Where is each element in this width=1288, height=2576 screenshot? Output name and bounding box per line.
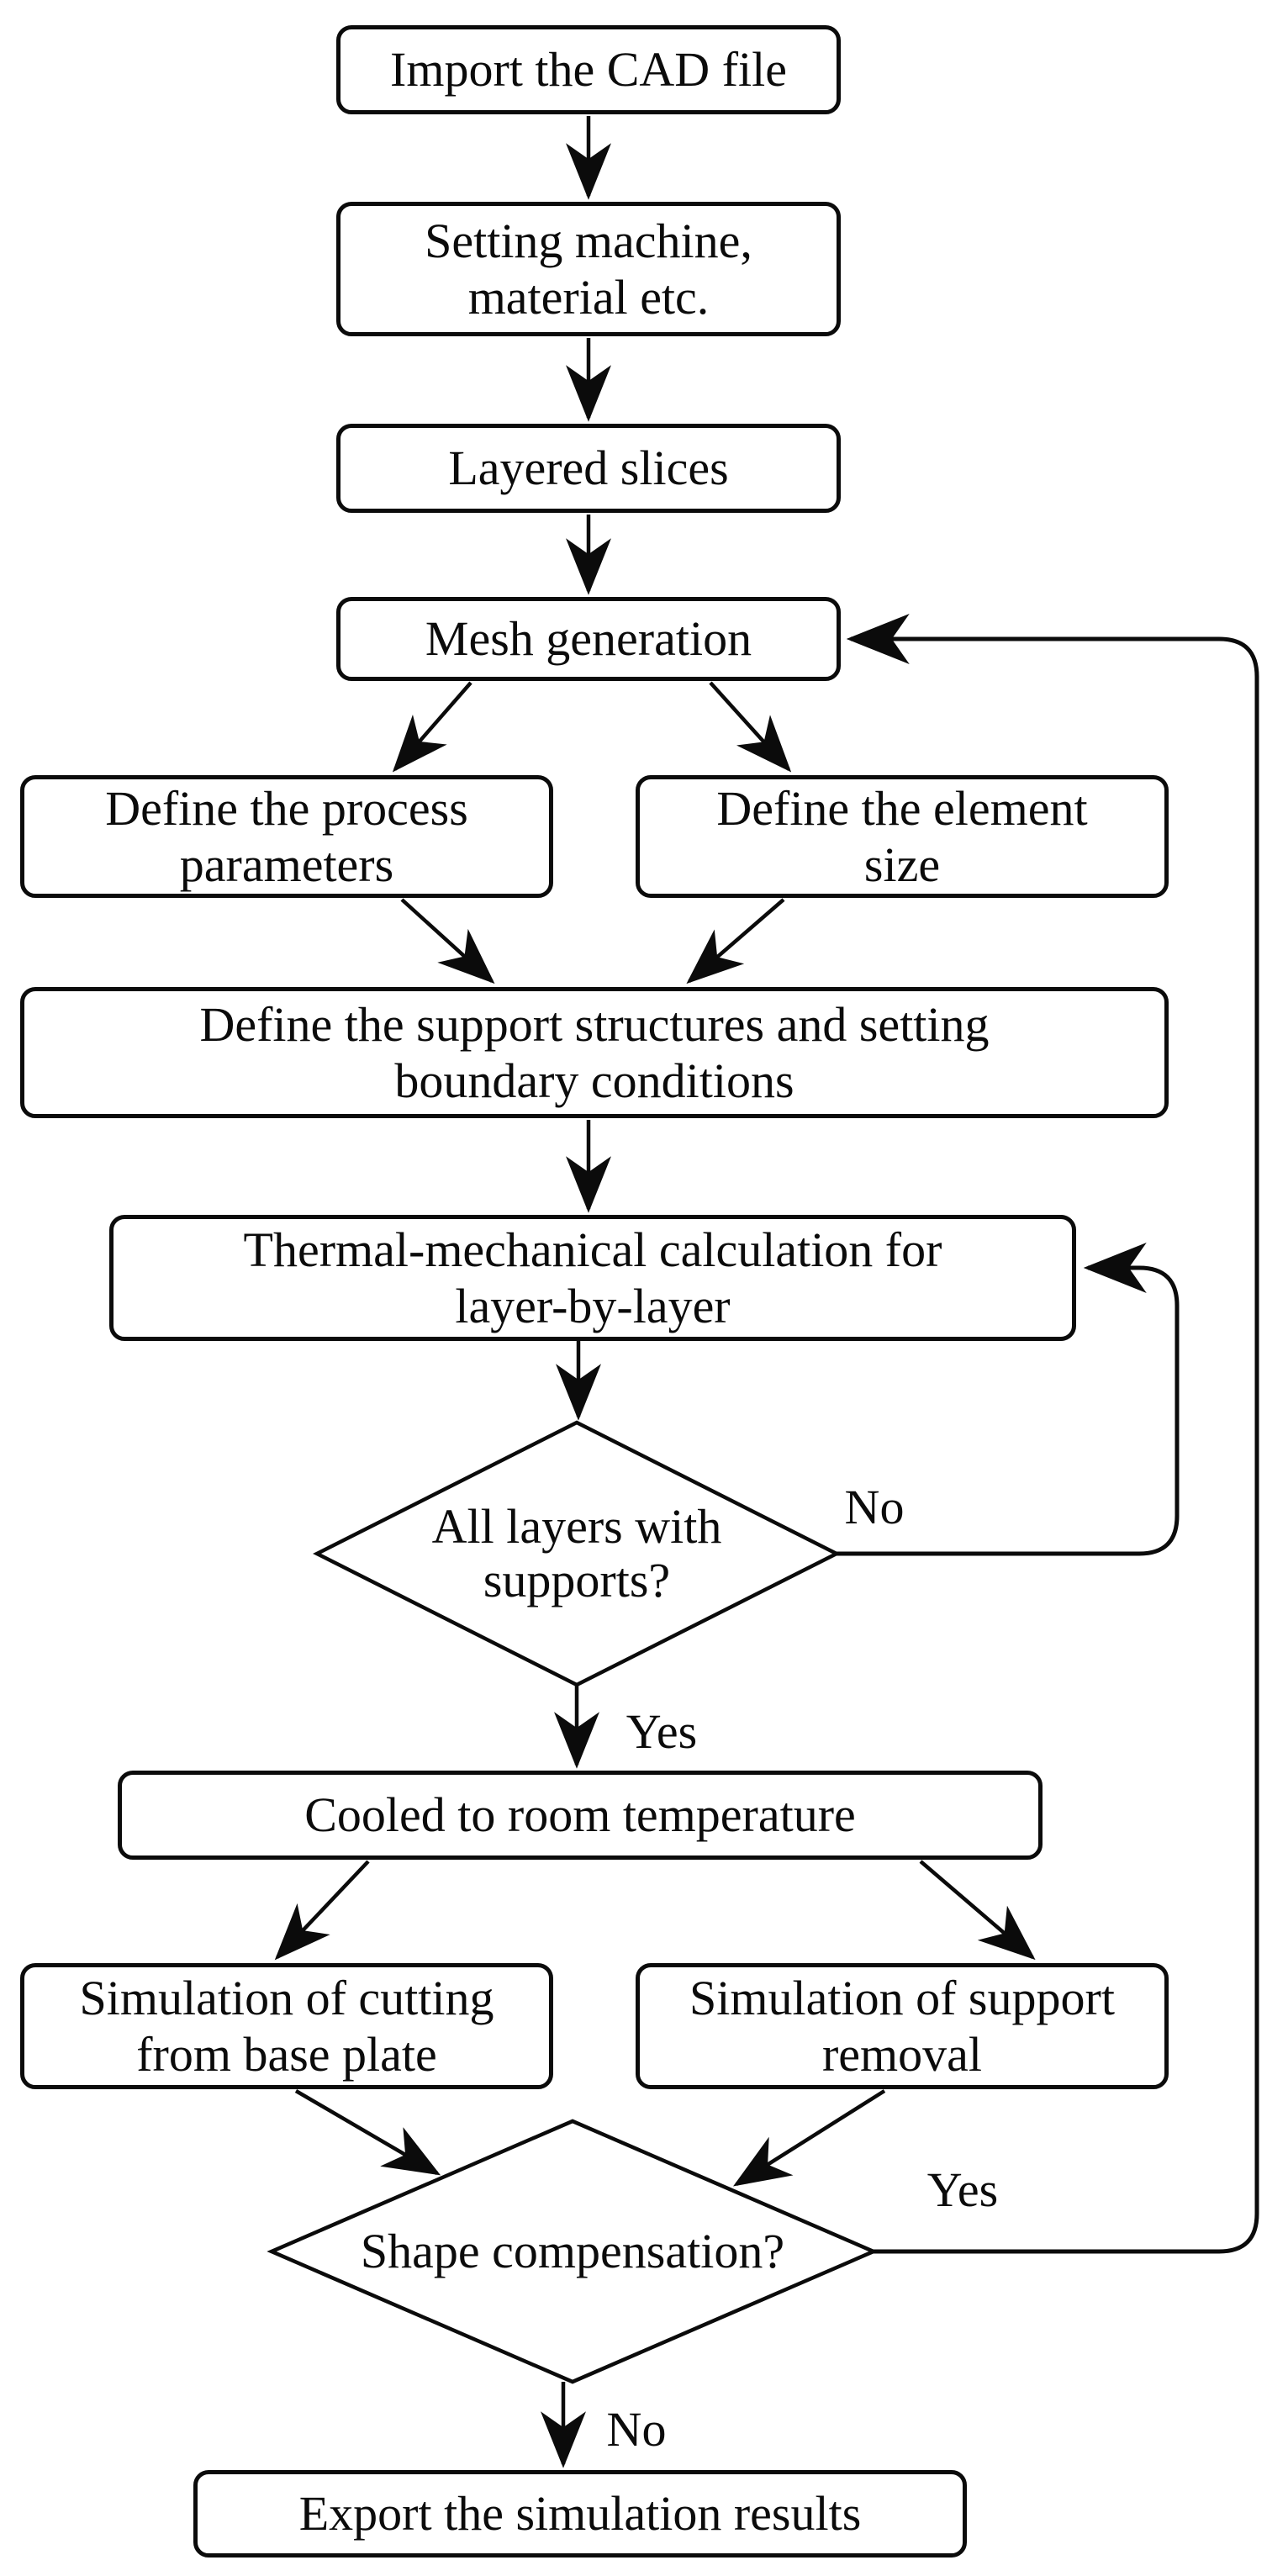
- arrow-process-to-support: [400, 898, 495, 984]
- arrow-removal-to-shapecomp: [733, 2089, 886, 2187]
- arrow-cutting-to-shapecomp: [294, 2089, 441, 2176]
- arrow-mesh-to-element: [709, 681, 792, 773]
- arrow-element-to-support: [686, 898, 785, 984]
- node-export-results: Export the simulation results: [193, 2470, 967, 2558]
- diamond-label-shape-compensation: Shape compensation?: [360, 2224, 785, 2279]
- node-support-structures: Define the support structures and settin…: [20, 987, 1169, 1118]
- node-cooled-room-temperature: Cooled to room temperature: [118, 1771, 1043, 1860]
- diamond-label-all-layers: All layers with supports?: [431, 1499, 722, 1607]
- node-mesh-generation: Mesh generation: [336, 597, 841, 681]
- arrow-mesh-to-process: [392, 681, 472, 773]
- loop-no-to-thermal: [837, 1243, 1180, 1556]
- arrow-cooled-to-cutting: [274, 1860, 370, 1961]
- edge-label-no-all-layers: No: [844, 1480, 905, 1535]
- node-simulation-cutting: Simulation of cutting from base plate: [20, 1963, 553, 2089]
- node-define-element-size: Define the element size: [636, 775, 1169, 898]
- node-import-cad: Import the CAD file: [336, 25, 841, 114]
- node-define-process-parameters: Define the process parameters: [20, 775, 553, 898]
- loop-yes-to-mesh: [846, 614, 1259, 2254]
- edge-label-yes-all-layers: Yes: [626, 1704, 698, 1760]
- edge-label-no-shape-comp: No: [606, 2402, 667, 2457]
- node-setting-machine: Setting machine, material etc.: [336, 202, 841, 336]
- node-thermal-mechanical: Thermal-mechanical calculation for layer…: [109, 1215, 1076, 1341]
- edge-label-yes-shape-comp: Yes: [926, 2162, 999, 2218]
- node-simulation-support-removal: Simulation of support removal: [636, 1963, 1169, 2089]
- diamond-shape-compensation: [267, 2119, 879, 2384]
- arrow-cooled-to-removal: [919, 1860, 1036, 1961]
- node-layered-slices: Layered slices: [336, 424, 841, 513]
